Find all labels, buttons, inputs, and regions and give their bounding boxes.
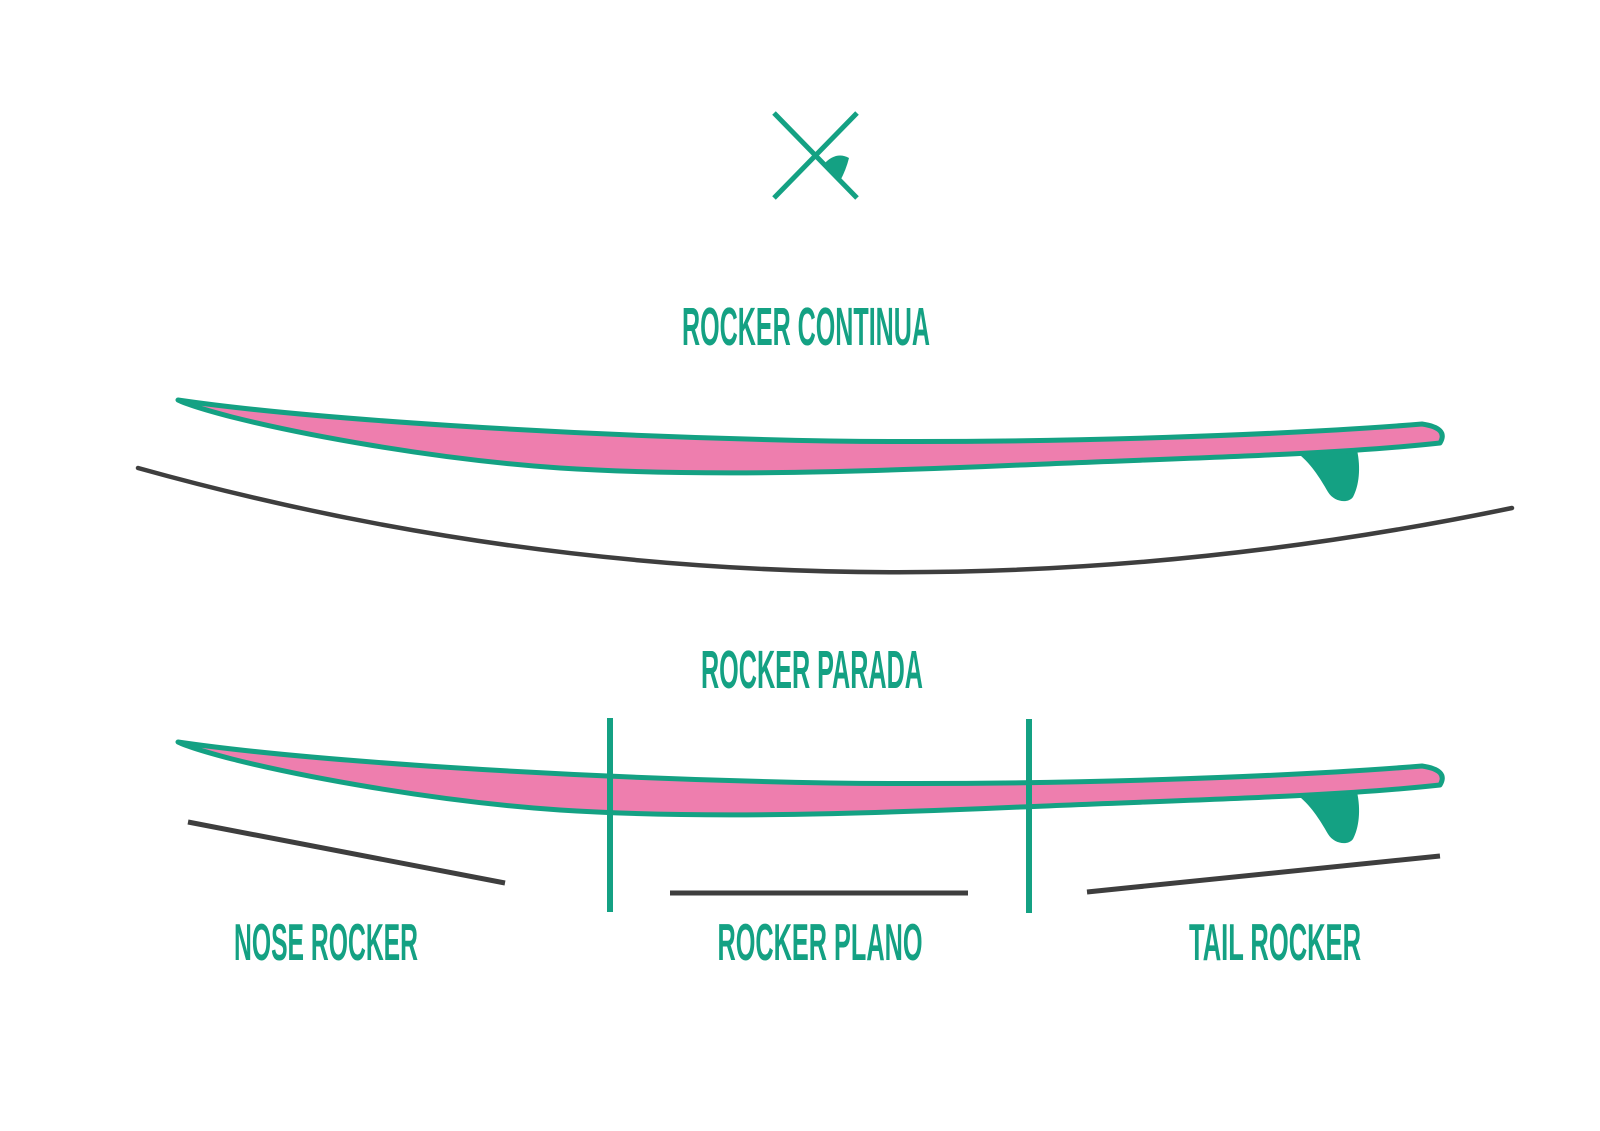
surfboard-profile-continuous [178, 400, 1442, 501]
nose-rocker-line [187, 819, 506, 886]
staged-rocker-title: ROCKER PARADA [701, 640, 923, 700]
flat-rocker-label: ROCKER PLANO [718, 914, 923, 972]
crossed-surfboards-logo-icon [772, 111, 859, 200]
surfboard-profile-staged [178, 742, 1442, 843]
continuous-rocker-title: ROCKER CONTINUA [682, 297, 930, 357]
logo-board-right [772, 111, 859, 200]
nose-rocker-label: NOSE ROCKER [234, 914, 418, 972]
tail-rocker-label: TAIL ROCKER [1189, 914, 1361, 972]
continuous-rocker-curve [135, 465, 1515, 575]
tail-rocker-line [1086, 853, 1441, 895]
logo-fin-icon [824, 155, 849, 181]
